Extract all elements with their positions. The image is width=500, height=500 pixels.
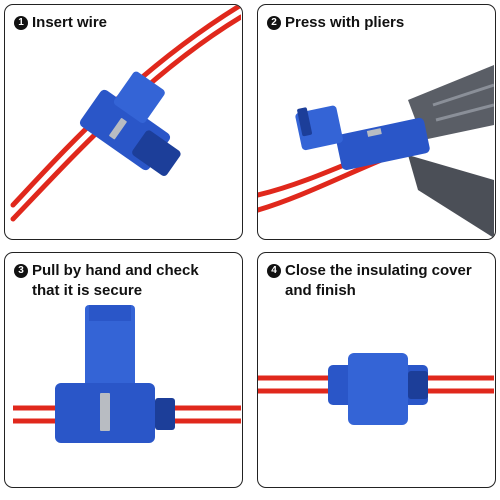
step-4-illustration (258, 353, 494, 425)
step-2-illustration (258, 65, 494, 238)
step-1-panel: 1 Insert wire (4, 4, 243, 240)
step-4-number-badge: 4 (267, 264, 281, 278)
step-3-illustration (13, 305, 241, 443)
step-1-text: Insert wire (32, 14, 108, 31)
tap-connector (328, 353, 428, 425)
tap-connector (55, 305, 175, 443)
step-2-text: Press with pliers (285, 14, 405, 31)
step-1-illustration (10, 5, 241, 222)
pliers-icon (408, 65, 494, 238)
step-2-panel: 2 Press with pliers (257, 4, 496, 240)
step-1-number-badge: 1 (14, 16, 28, 30)
tap-connector (79, 71, 181, 176)
tap-connector (295, 105, 430, 170)
step-1-caption: 1 Insert wire (14, 13, 236, 33)
step-2-caption: 2 Press with pliers (267, 13, 489, 33)
step-2-number-badge: 2 (267, 16, 281, 30)
step-3-number-badge: 3 (14, 264, 28, 278)
